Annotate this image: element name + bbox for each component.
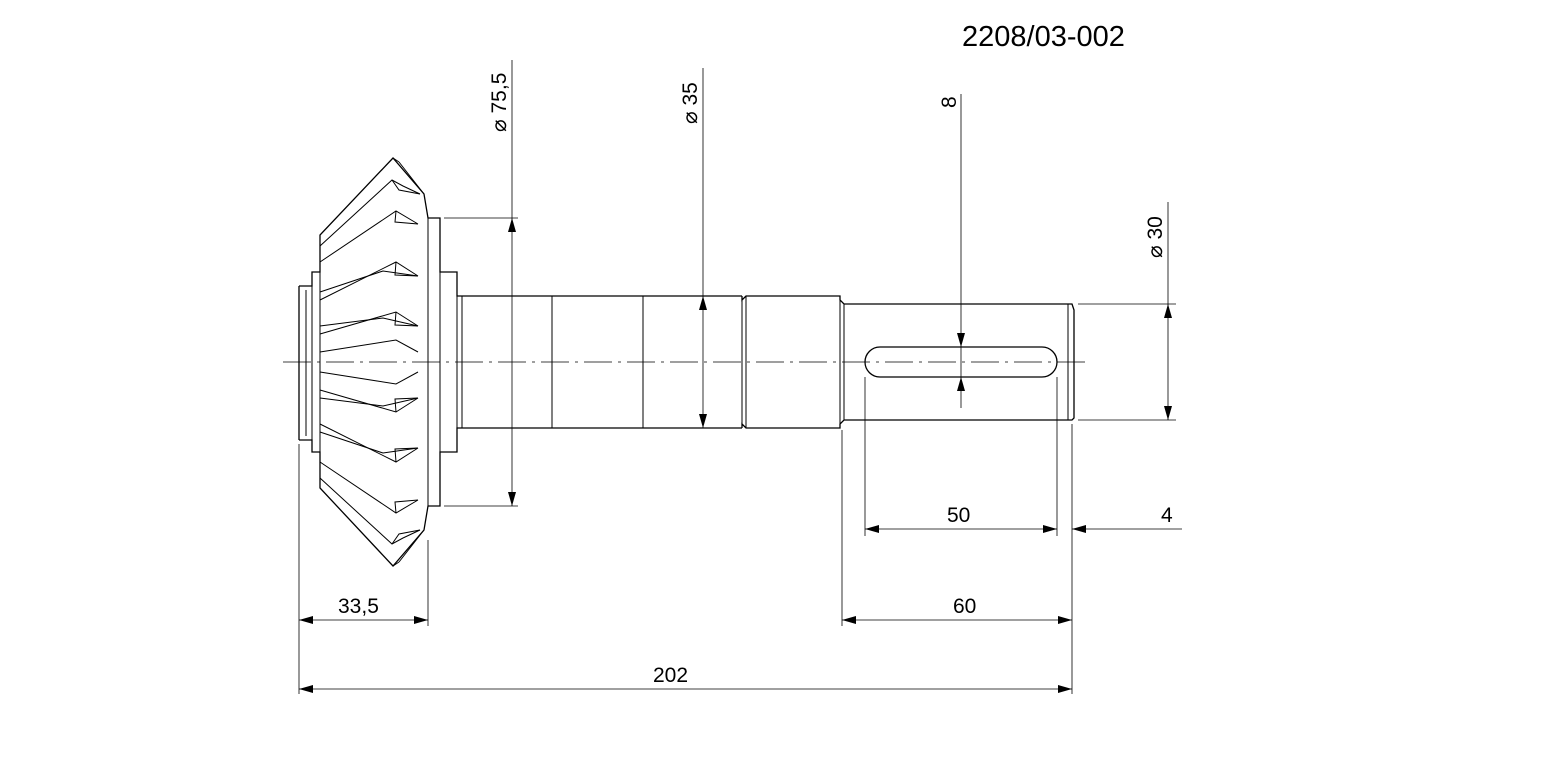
svg-text:⌀ 35: ⌀ 35: [679, 82, 702, 124]
dim-end-offset: 4: [1071, 424, 1182, 694]
part-number: 2208/03-002: [962, 21, 1125, 53]
dim-label-60: 60: [953, 595, 976, 618]
diameter-symbol: ⌀: [679, 111, 702, 124]
dim-diameter-75-5: ⌀ 75,5: [444, 60, 518, 507]
dim-label-75-5: 75,5: [488, 73, 511, 114]
dim-total-length: 202: [299, 664, 1072, 693]
dim-label-33-5: 33,5: [338, 595, 379, 618]
bevel-gear: [298, 157, 462, 567]
dim-keyway-length: 50: [864, 377, 1058, 536]
dim-label-202: 202: [653, 664, 688, 687]
dim-label-4: 4: [1161, 504, 1173, 527]
diameter-symbol: ⌀: [1144, 245, 1167, 258]
dim-diameter-35: ⌀ 35: [679, 68, 707, 428]
dim-label-50: 50: [947, 504, 970, 527]
dim-label-30: 30: [1144, 216, 1167, 239]
gear-teeth: [319, 179, 421, 545]
dim-label-8: 8: [938, 96, 961, 108]
svg-text:⌀ 30: ⌀ 30: [1144, 216, 1167, 258]
svg-text:⌀ 75,5: ⌀ 75,5: [488, 73, 511, 132]
dim-diameter-30: ⌀ 30: [1078, 202, 1176, 421]
dim-label-35: 35: [679, 82, 702, 105]
dim-end-length: 60: [841, 430, 1072, 626]
diameter-symbol: ⌀: [488, 119, 511, 132]
dim-gear-length: 33,5: [298, 444, 429, 694]
dim-keyway-width: 8: [938, 94, 965, 408]
